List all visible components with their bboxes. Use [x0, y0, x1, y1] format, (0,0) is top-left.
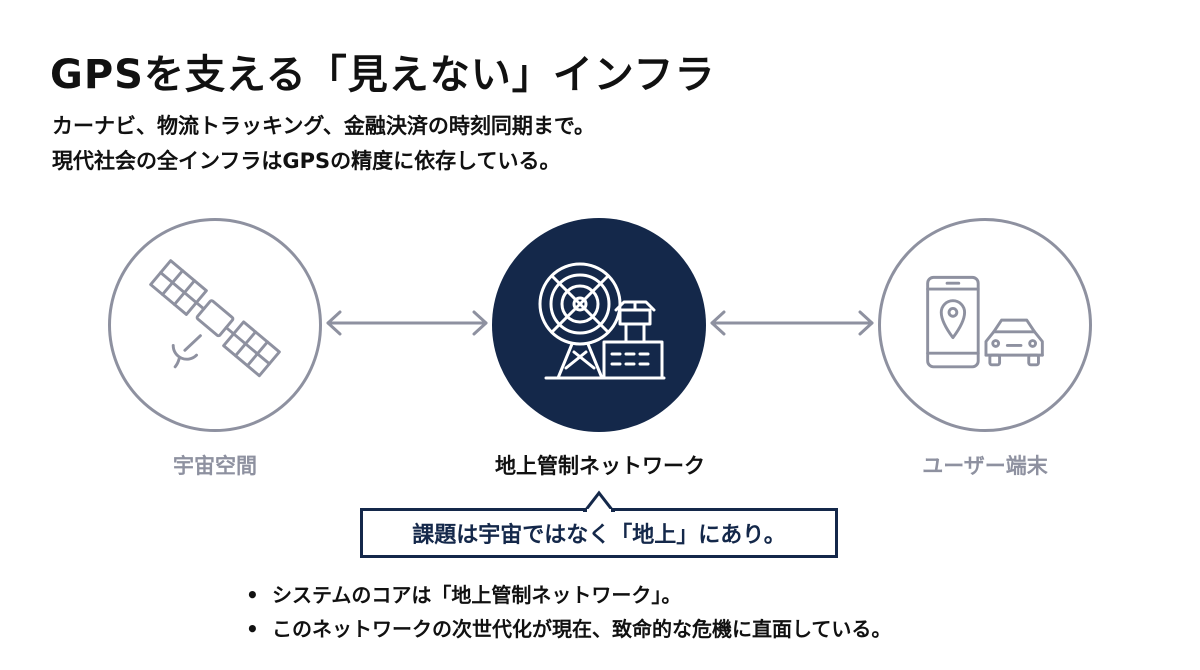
- ground-network-label: 地上管制ネットワーク: [495, 454, 705, 478]
- ground-station-icon: [538, 262, 666, 380]
- user-node-circle: [878, 218, 1092, 432]
- callout-text: 課題は宇宙ではなく「地上」にあり。: [412, 523, 786, 548]
- bullet-text: システムのコアは「地上管制ネットワーク」。: [272, 583, 682, 607]
- bullet-item: • このネットワークの次世代化が現在、致命的な危機に直面している。: [244, 612, 891, 646]
- bullet-dot: •: [246, 583, 259, 607]
- bidirectional-arrow-ground-user: [710, 310, 874, 336]
- bullet-list: • システムのコアは「地上管制ネットワーク」。 • このネットワークの次世代化が…: [244, 578, 891, 646]
- page-title: GPSを支える「見えない」インフラ: [50, 52, 716, 98]
- callout-pointer: [583, 490, 615, 512]
- bullet-item: • システムのコアは「地上管制ネットワーク」。: [244, 578, 891, 612]
- callout-box: 課題は宇宙ではなく「地上」にあり。: [360, 508, 838, 558]
- user-device-label: ユーザー端末: [922, 454, 1048, 478]
- subtitle-line-2: 現代社会の全インフラはGPSの精度に依存している。: [52, 149, 561, 173]
- bullet-text: このネットワークの次世代化が現在、致命的な危機に直面している。: [272, 617, 892, 641]
- bullet-dot: •: [246, 617, 259, 641]
- satellite-icon: [149, 259, 281, 378]
- space-label: 宇宙空間: [173, 454, 257, 478]
- ground-node-circle: [492, 218, 706, 432]
- subtitle-line-1: カーナビ、物流トラッキング、金融決済の時刻同期まで。: [52, 114, 596, 138]
- bidirectional-arrow-space-ground: [326, 310, 488, 336]
- smartphone-car-icon: [926, 275, 1044, 369]
- space-node-circle: [108, 218, 322, 432]
